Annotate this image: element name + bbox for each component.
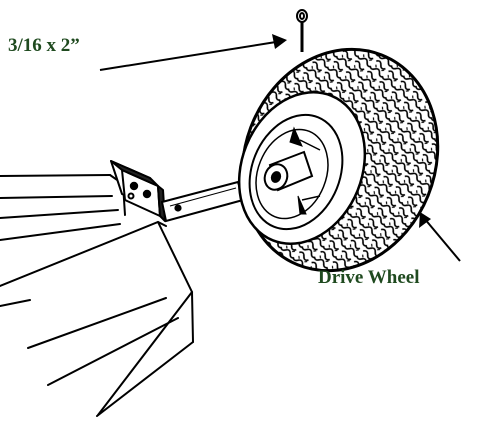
rim-spoke-lower [298, 196, 306, 214]
pin-head-ring-inner [300, 13, 304, 19]
wheel-rim-inner [243, 119, 341, 230]
axle-pin-hole [175, 205, 180, 210]
bracket-bolt-hole-1 [131, 183, 137, 189]
frame-inner-line-a [28, 298, 166, 348]
clevis-pin [297, 10, 307, 52]
wheel-leader-arrow [419, 212, 460, 261]
pin-leader-arrow [100, 34, 287, 70]
frame-front-face-line1 [192, 292, 193, 342]
bracket-bolt-hole-3 [129, 194, 134, 199]
drive-wheel [210, 20, 471, 301]
frame-top-edge [0, 175, 110, 176]
frame-edge-2 [0, 196, 112, 198]
rim-spoke-upper [290, 128, 302, 146]
frame-panel-left-bottom [0, 300, 30, 306]
frame-edge-4 [0, 224, 120, 240]
frame-front-face-line2 [97, 342, 193, 416]
frame-panel-left [0, 222, 166, 286]
rim-spoke-line-b [302, 196, 320, 200]
axle-mounting-bracket [111, 161, 165, 221]
wheel-hub-bore [270, 171, 282, 183]
axle-highlight [170, 188, 236, 206]
drive-wheel-label: Drive Wheel [318, 267, 420, 288]
axle-shaft [162, 182, 243, 221]
pin-head-ring [297, 10, 307, 22]
bracket-bolt-hole-2 [144, 191, 150, 197]
rim-spoke-line-a [300, 140, 320, 150]
frame-inner-line-b [48, 318, 178, 385]
frame-edge-3 [0, 210, 118, 218]
chassis-frame [0, 175, 193, 416]
pin-size-label: 3/16 x 2” [8, 35, 80, 56]
axle-body [162, 182, 243, 221]
